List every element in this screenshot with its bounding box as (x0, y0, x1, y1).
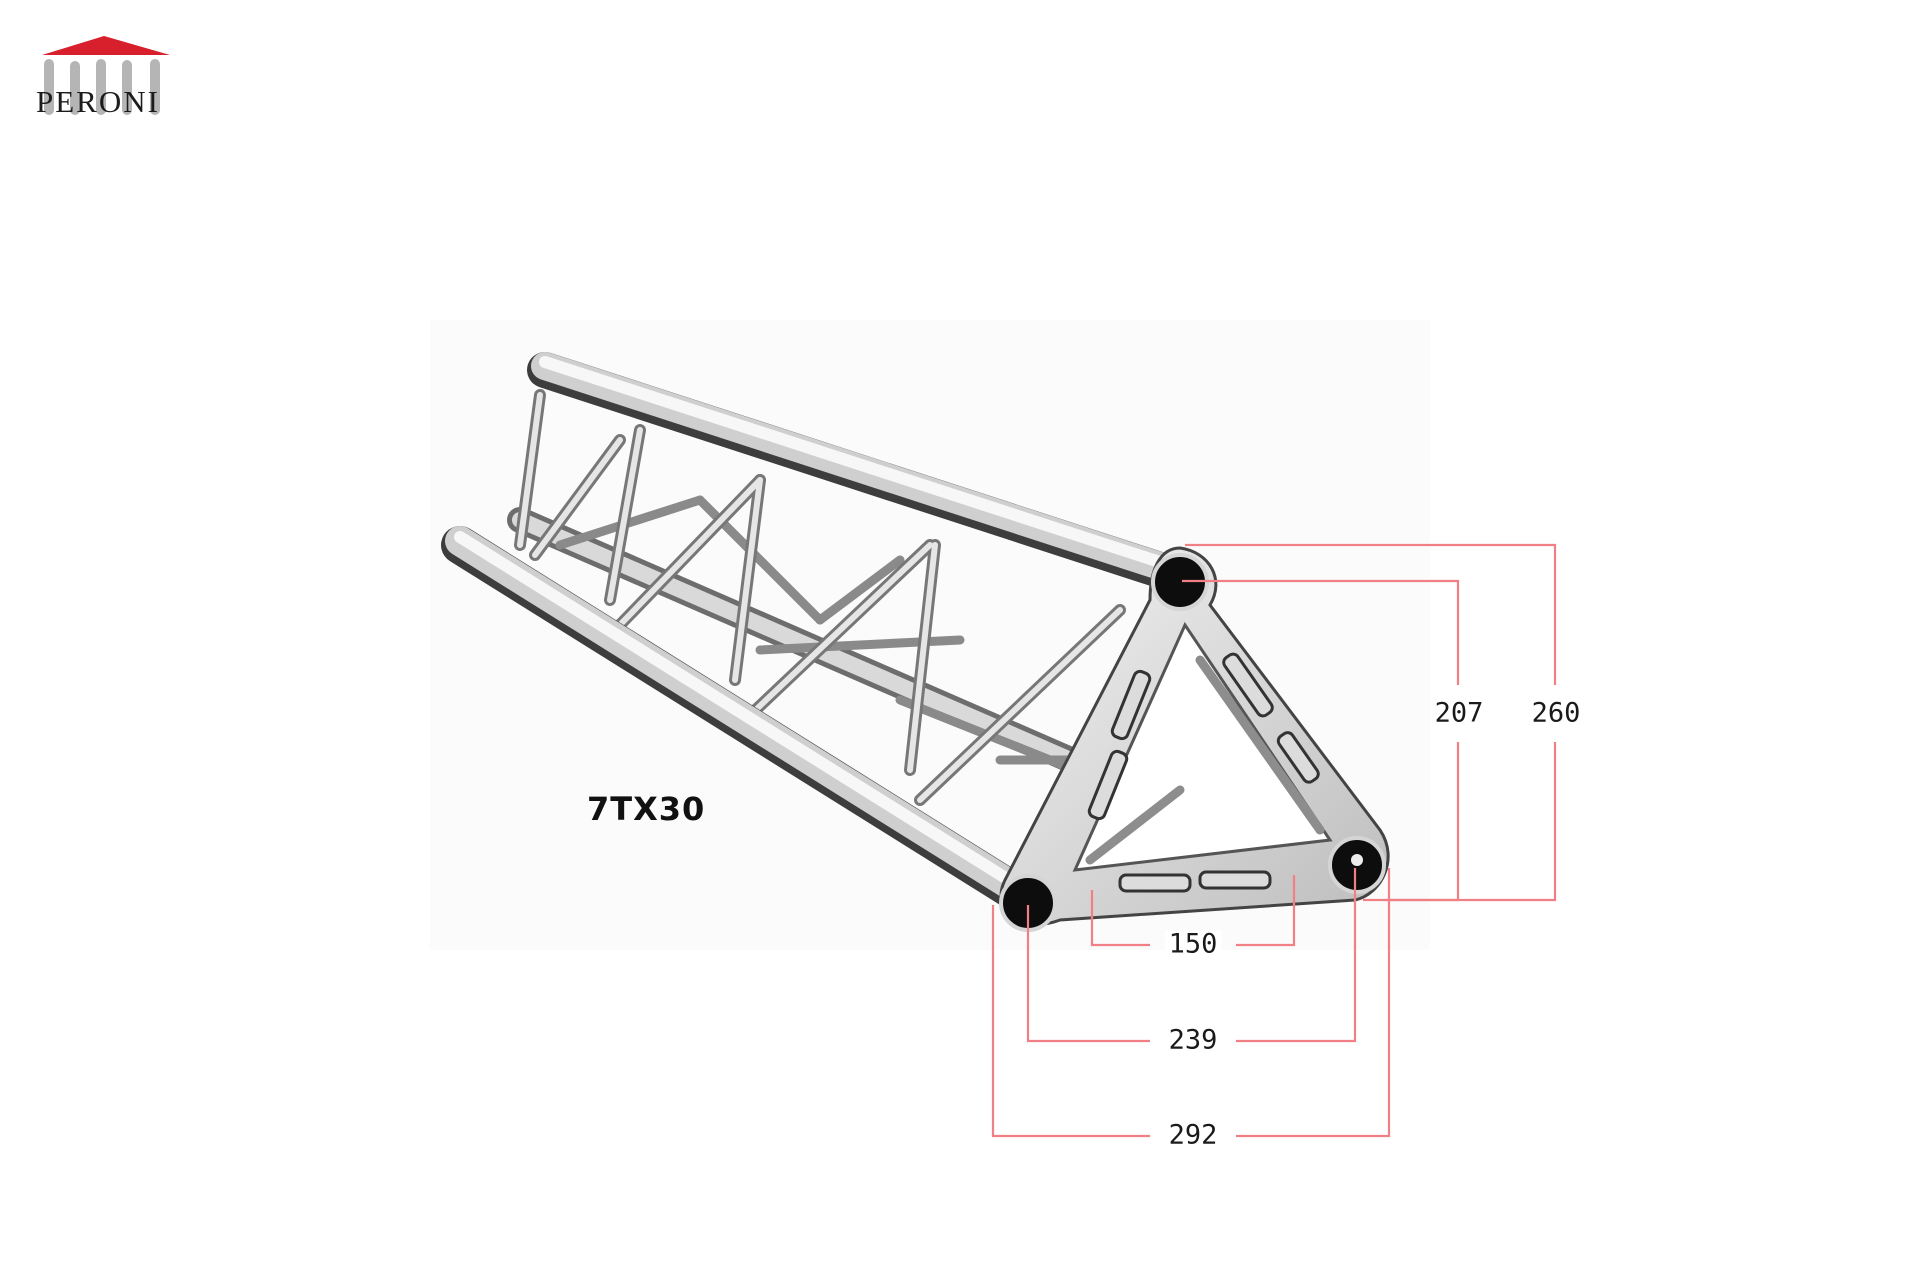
truss-structure (441, 352, 1390, 932)
dimension-label-260: 260 (1527, 699, 1585, 727)
dim-line-207-bottom (1363, 742, 1460, 902)
brand-name: PERONI (36, 84, 160, 119)
temple-roof-columns-icon (42, 36, 170, 115)
dimension-label-150: 150 (1164, 930, 1222, 958)
dimension-label-239: 239 (1164, 1026, 1222, 1054)
model-label: 7TX30 (587, 790, 706, 828)
dim-line-150-left (1090, 890, 1150, 947)
brand-logo: PERONI (30, 30, 200, 125)
dim-line-292-right (1236, 868, 1391, 1138)
dim-line-239-right (1236, 868, 1357, 1043)
dimension-lines (991, 543, 1557, 1138)
dim-line-260 (1185, 543, 1557, 685)
dimension-label-207: 207 (1430, 699, 1488, 727)
dim-line-207 (1182, 579, 1460, 685)
dimension-label-292: 292 (1164, 1121, 1222, 1149)
dim-line-150-right (1236, 875, 1296, 947)
dim-line-292-left (991, 905, 1150, 1138)
dim-line-239-left (1026, 905, 1150, 1043)
